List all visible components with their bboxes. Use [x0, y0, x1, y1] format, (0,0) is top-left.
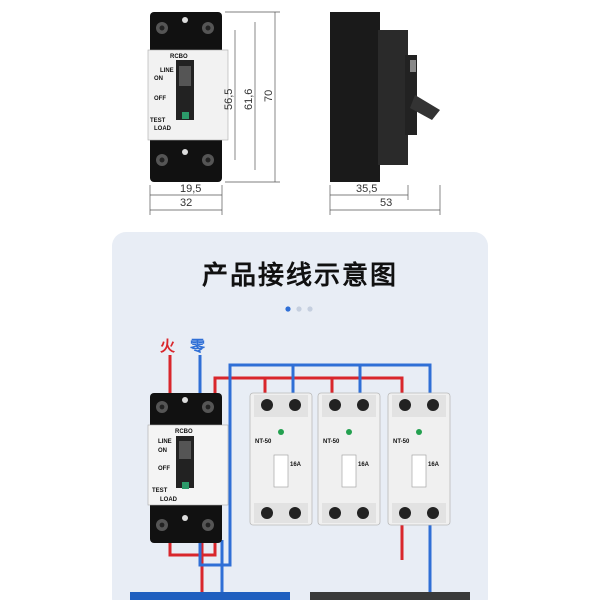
screw-icon — [289, 507, 301, 519]
bottom-label-bar-left — [130, 592, 290, 600]
screw-icon — [427, 507, 439, 519]
mcb-rating-label: 16A — [290, 462, 302, 468]
live-wires — [168, 355, 404, 600]
rcbo-load-label: LOAD — [160, 497, 178, 503]
front-rcbo-brand: RCBO — [170, 54, 188, 60]
indicator-light-icon — [278, 429, 284, 435]
neutral-wire-label: 零 — [189, 337, 206, 355]
screw-icon — [289, 399, 301, 411]
front-load-label: LOAD — [154, 126, 172, 132]
mcb-model-label: NT-50 — [255, 439, 272, 445]
indicator-light-icon — [346, 429, 352, 435]
front-test-label: TEST — [150, 118, 166, 124]
mcb-rating-label: 16A — [358, 462, 370, 468]
front-view-drawing: RCBO LINE LOAD ON OFF TEST — [147, 12, 229, 182]
dim-side-depth-outer: 53 — [380, 197, 392, 209]
mcb-model-label: NT-50 — [323, 439, 340, 445]
front-dimension-lines — [149, 11, 280, 215]
screw-icon — [261, 507, 273, 519]
front-on-label: ON — [154, 76, 163, 82]
screw-icon — [329, 507, 341, 519]
side-dimension-lines — [329, 185, 441, 215]
mcb-breaker-1: NT-50 16A — [249, 392, 313, 526]
mcb-breaker-2: NT-50 16A — [317, 392, 381, 526]
dim-front-height-2: 61,6 — [243, 89, 255, 110]
mcb-breaker-3: NT-50 16A — [387, 392, 451, 526]
carousel-dot-1[interactable] — [285, 306, 291, 312]
section-title: 产品接线示意图 — [201, 261, 398, 291]
carousel-dot-3[interactable] — [307, 306, 313, 312]
front-line-label: LINE — [160, 68, 174, 74]
indicator-light-icon — [416, 429, 422, 435]
screw-icon — [329, 399, 341, 411]
dim-side-depth-inner: 35,5 — [356, 183, 377, 195]
rcbo-on-label: ON — [158, 448, 167, 454]
front-off-label: OFF — [154, 96, 166, 102]
live-wire-label: 火 — [160, 337, 176, 355]
dim-front-width-outer: 32 — [180, 197, 192, 209]
dim-front-height-3: 70 — [263, 90, 275, 102]
screw-icon — [399, 399, 411, 411]
mcb-toggle-switch[interactable] — [341, 454, 357, 488]
dim-front-height-1: 56,5 — [223, 89, 235, 110]
mcb-model-label: NT-50 — [393, 439, 410, 445]
screw-icon — [427, 399, 439, 411]
bottom-label-bar-right — [310, 592, 470, 600]
mcb-rating-label: 16A — [428, 462, 440, 468]
mcb-toggle-switch[interactable] — [411, 454, 427, 488]
side-view-drawing — [330, 12, 440, 182]
rcbo-brand: RCBO — [175, 429, 193, 435]
rcbo-off-label: OFF — [158, 466, 170, 472]
dim-front-width-inner: 19,5 — [180, 183, 201, 195]
mcb-toggle-switch[interactable] — [273, 454, 289, 488]
screw-icon — [261, 399, 273, 411]
rcbo-line-label: LINE — [158, 439, 172, 445]
screw-icon — [357, 399, 369, 411]
rcbo-breaker: RCBO LINE ON OFF TEST LOAD — [147, 393, 229, 543]
carousel-dot-2[interactable] — [296, 306, 302, 312]
rcbo-test-label: TEST — [152, 488, 168, 494]
screw-icon — [399, 507, 411, 519]
screw-icon — [357, 507, 369, 519]
